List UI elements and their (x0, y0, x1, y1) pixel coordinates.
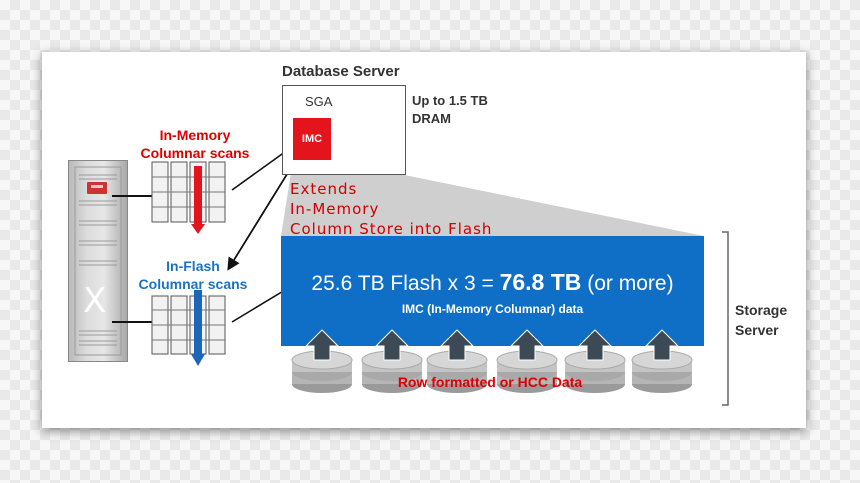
rack-details (74, 166, 122, 356)
in-memory-scans-label: In-Memory Columnar scans (130, 126, 260, 162)
up-arrow-1 (304, 329, 340, 361)
in-flash-scans-label: In-Flash Columnar scans (125, 257, 261, 293)
in-flash-line-1: In-Flash (166, 258, 220, 274)
dram-label: Up to 1.5 TB DRAM (412, 92, 512, 128)
in-memory-line-1: In-Memory (159, 127, 231, 143)
in-flash-line-2: Columnar scans (138, 276, 248, 292)
rack-x-glyph: X (83, 281, 107, 321)
up-arrow-5 (577, 329, 613, 361)
database-server-title: Database Server (282, 63, 400, 80)
flash-prefix: 25.6 TB Flash x 3 = (311, 272, 500, 295)
in-memory-columns-icon (151, 161, 226, 234)
in-memory-line-2: Columnar scans (140, 145, 250, 161)
sga-label: SGA (305, 94, 333, 109)
up-arrow-3 (439, 329, 475, 361)
dram-line-1: Up to 1.5 TB (412, 93, 488, 108)
row-data-label: Row formatted or HCC Data (397, 374, 583, 390)
storage-server-label: Storage Server (735, 300, 787, 340)
flash-subtitle: IMC (In-Memory Columnar) data (401, 302, 584, 316)
extends-line-1: Extends (290, 180, 358, 198)
extends-line-2: In-Memory (290, 200, 380, 218)
flash-capacity-text: 25.6 TB Flash x 3 = 76.8 TB (or more) (290, 269, 695, 296)
extends-line-3: Column Store into Flash (290, 220, 493, 238)
imc-box: IMC (293, 118, 331, 160)
storage-line-2: Server (735, 322, 779, 338)
flash-storage-box (281, 236, 704, 346)
storage-line-1: Storage (735, 302, 788, 318)
extends-label: Extends In-Memory Column Store into Flas… (290, 179, 492, 239)
flash-suffix: (or more) (581, 272, 674, 295)
up-arrow-6 (644, 329, 680, 361)
exadata-rack-icon: X (68, 160, 128, 362)
dram-line-2: DRAM (412, 111, 451, 126)
up-arrow-2 (374, 329, 410, 361)
up-arrow-4 (509, 329, 545, 361)
in-flash-columns-icon (151, 290, 226, 366)
flash-total: 76.8 TB (499, 269, 582, 295)
